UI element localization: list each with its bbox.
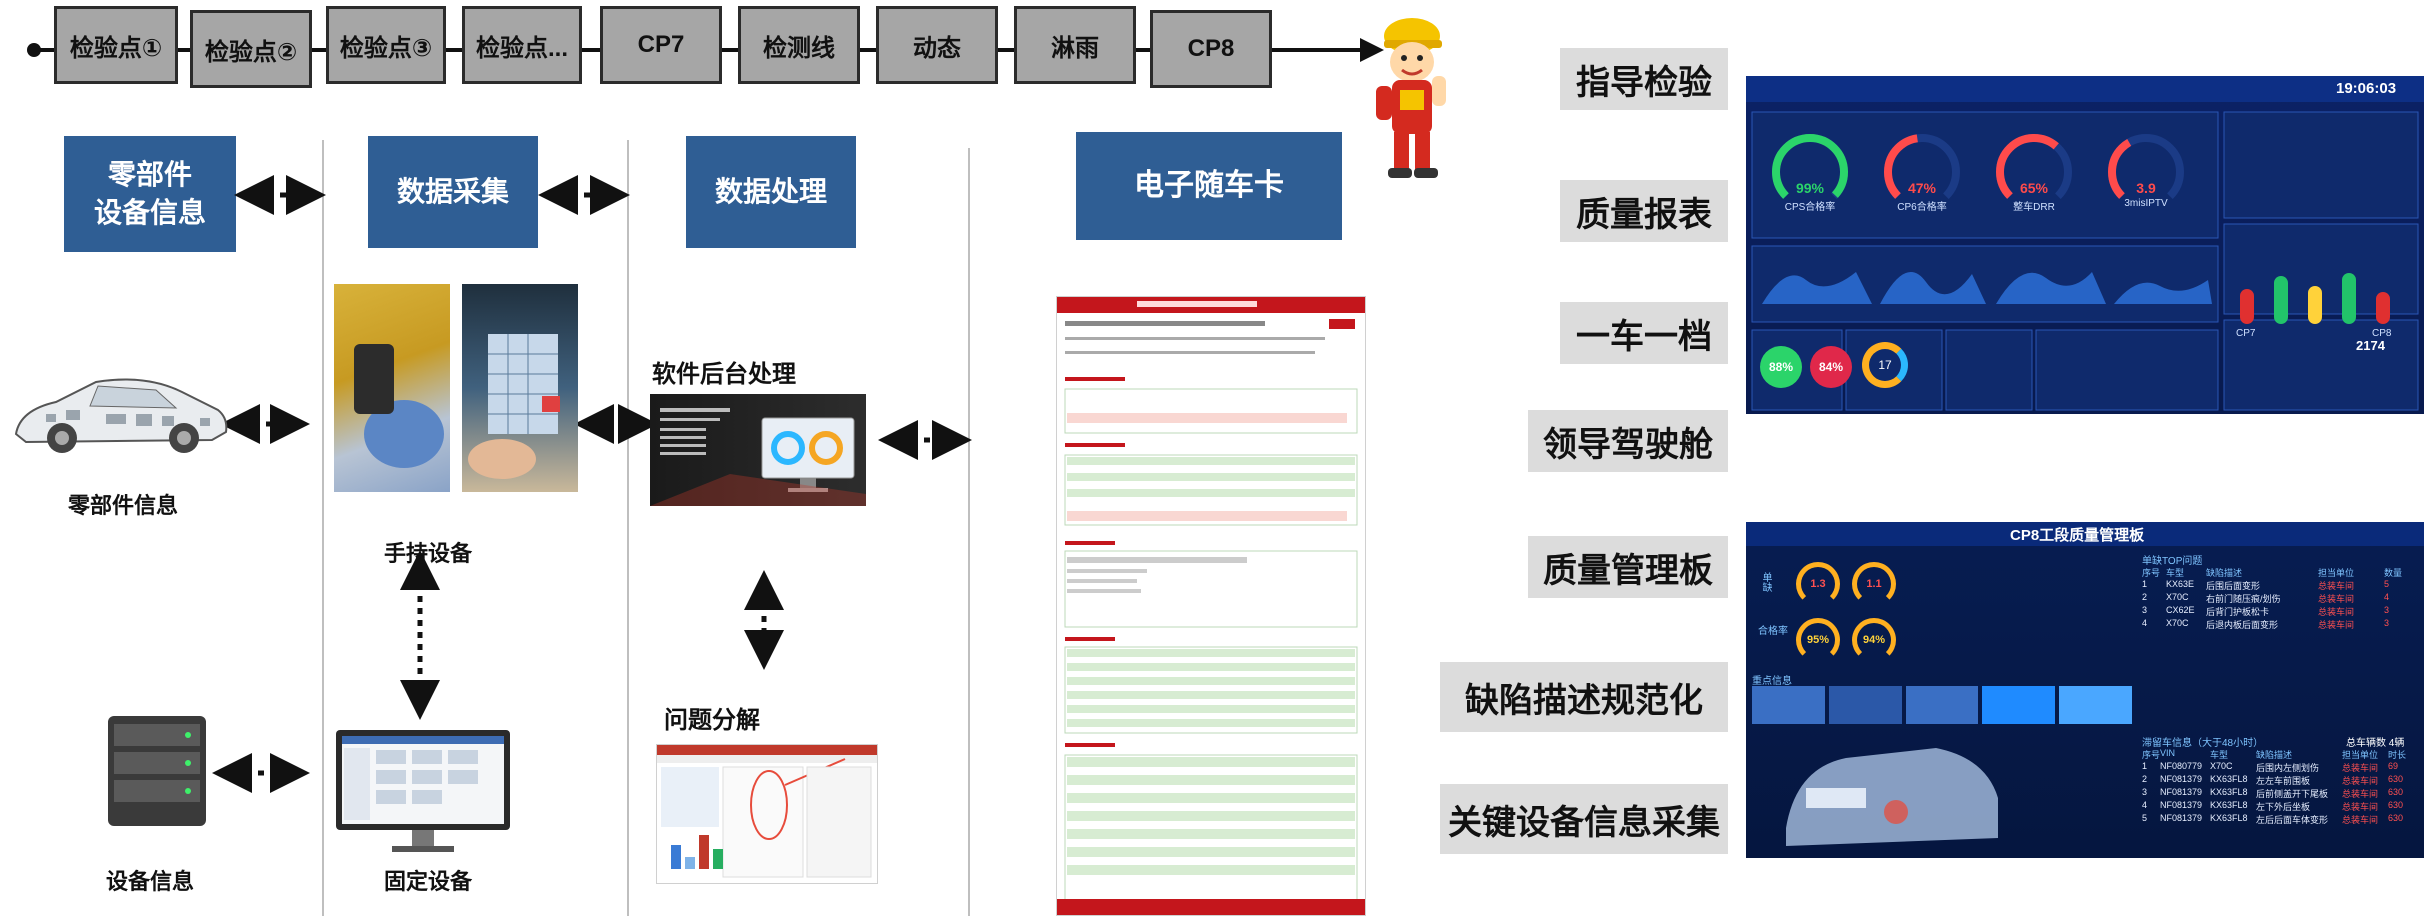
dashboard1-bar [2308,286,2322,324]
caption-device-info: 设备信息 [106,869,195,894]
car-parts-image [14,378,228,453]
handheld-photo-1 [334,284,450,492]
dashboard1-gauge: 65% 整车DRR [1990,128,2078,221]
fixed-terminal-image [336,730,510,852]
label-defect-standardization: 缺陷描述规范化 [1440,662,1728,732]
dashboard1-bar [2376,292,2390,324]
column-divider [322,140,324,916]
dashboard1-big-number: 2174 [2356,338,2385,353]
server-icon [108,716,206,826]
flow-step-dynamic: 动态 [876,6,998,84]
dashboard1-clock: 19:06:03 [2336,80,2397,97]
flow-step-test-line: 检测线 [738,6,860,84]
dashboard1-gauge: 3.9 3misIPTV [2102,128,2190,221]
dashboard1-gauge: 47% CP6合格率 [1878,128,1966,221]
flow-step-2: 检验点② [190,10,312,88]
dashboard2-gauge: 95% [1796,618,1840,662]
label-one-car-one-file: 一车一档 [1560,302,1728,364]
stage-data-collection: 数据采集 [368,136,538,248]
worker-mascot-icon [1376,18,1446,178]
dashboard2-left-label-2: 合格率 [1758,626,1788,637]
dashboard1-ring: 84% [1810,346,1852,388]
stage-data-processing: 数据处理 [686,136,856,248]
dashboard2-car-image [1786,748,1998,846]
dashboard1-gauge-label: 3misIPTV [2124,198,2168,209]
flow-step-rain: 淋雨 [1014,6,1136,84]
column-divider [627,140,629,916]
dashboard1-donut: 17 [1862,342,1908,388]
flow-step-4: 检验点... [462,6,582,84]
dashboard1-bar-label: CP7 [2236,328,2256,339]
dashboard1-gauge-value: 99% [1795,180,1825,196]
dashboard1-bar [2342,273,2356,324]
dashboard2-part-thumbnails [1752,686,2132,724]
dashboard1-bar [2240,289,2254,324]
flow-step-cp7: CP7 [600,6,722,84]
flow-step-3: 检验点③ [326,6,446,84]
stage-electronic-car-card: 电子随车卡 [1076,132,1342,240]
caption-handheld: 手持设备 [384,541,473,566]
dashboard2-gauge: 1.1 [1852,562,1896,606]
flow-step-cp8: CP8 [1150,10,1272,88]
decompose-screenshot [656,744,878,884]
stage-parts-equipment: 零部件 设备信息 [64,136,236,252]
dashboard-cp8-quality-board: CP8工段质量管理板 单缺TOP问题 单缺 合格率 1.3 1.1 95% 94% 序… [1746,522,2424,858]
backend-processing-image [650,394,866,506]
electronic-card-document [1056,296,1366,916]
dashboard2-gauge: 94% [1852,618,1896,662]
dashboard2-title: CP8工段质量管理板 [2010,527,2145,544]
dashboard1-bar [2274,276,2288,324]
dashboard2-gauge: 1.3 [1796,562,1840,606]
dashboard1-gauge-label: CPS合格率 [1784,202,1836,213]
caption-parts-info: 零部件信息 [68,493,179,518]
dashboard1-gauge-value: 47% [1907,180,1937,196]
dashboard1-header [1746,76,2424,102]
dashboard1-gauge: 99% CPS合格率 [1766,128,1854,221]
dashboard1-gauge-value: 65% [2019,180,2049,196]
label-quality-board: 质量管理板 [1528,536,1728,598]
caption-decompose: 问题分解 [664,707,760,734]
label-key-equipment-collection: 关键设备信息采集 [1440,784,1728,854]
dashboard2-stay-section: 滞留车信息（大于48小时） [2142,738,2264,749]
dashboard1-ring: 88% [1760,346,1802,388]
caption-backend: 软件后台处理 [652,361,796,388]
flow-step-1: 检验点① [54,6,178,84]
table-header: 序号车型缺陷描述担当单位数量 [2142,568,2403,578]
dashboard2-key-section: 重点信息 [1752,676,1792,687]
handheld-photo-2 [462,284,578,492]
dashboard1-gauge-label: CP6合格率 [1897,202,1947,213]
dashboard2-top-section: 单缺TOP问题 [2142,556,2203,567]
column-divider [968,148,970,916]
dashboard1-gauge-label: 整车DRR [2013,202,2055,213]
dashboard-leadership-cockpit: 19:06:03 99% CPS合格率 47% CP6合格率 65% 整车DRR 3.9 3m… [1746,76,2424,414]
label-leadership-cockpit: 领导驾驶舱 [1528,410,1728,472]
dashboard1-gauge-value: 3.9 [2136,180,2156,196]
dashboard1-bar-label: CP8 [2372,328,2392,339]
dashboard2-header [1746,522,2424,546]
label-quality-report: 质量报表 [1560,180,1728,242]
caption-fixed: 固定设备 [384,869,473,894]
dashboard2-left-label-1: 单缺 [1760,572,1771,592]
dashboard2-stay-count: 总车辆数 4辆 [2346,738,2405,749]
label-guide-inspection: 指导检验 [1560,48,1728,110]
connector-arrows [212,175,972,793]
